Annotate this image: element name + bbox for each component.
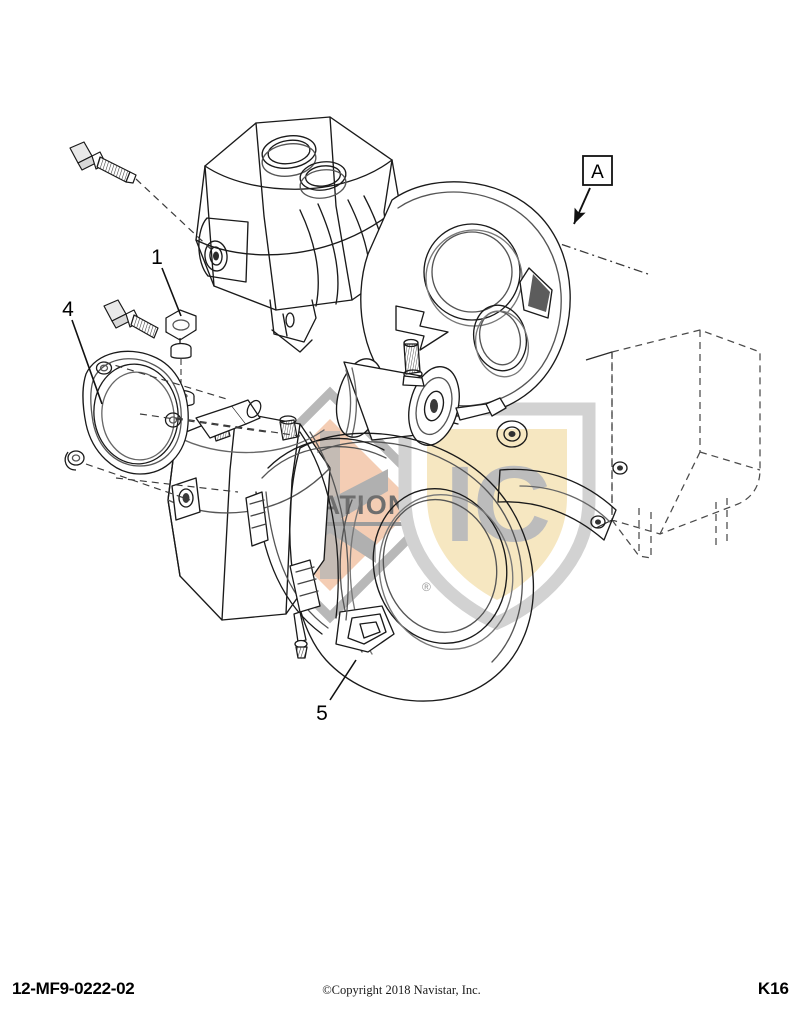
callout-layer: 1 4 5 (62, 246, 357, 725)
callout-1-label: 1 (151, 246, 163, 269)
gasket (64, 350, 189, 475)
page-footer: 12-MF9-0222-02 ©Copyright 2018 Navistar,… (0, 975, 803, 1024)
assembly-alignment-lines (85, 361, 301, 501)
actuator-housing (195, 116, 401, 353)
callout-4-label: 4 (62, 298, 74, 321)
turbocharger-assembly (167, 116, 628, 702)
zone-marker-a: A (573, 155, 613, 225)
v-band-clamp (245, 431, 387, 659)
turbine-outlet-snout (289, 420, 628, 702)
zone-marker-a-arrow (573, 187, 591, 225)
callout-4-leader (71, 319, 103, 405)
footer-part-number: 12-MF9-0222-02 (12, 979, 135, 998)
wastegate-actuator (335, 338, 507, 446)
callout-1-leader (161, 267, 182, 317)
watermark-registered-mark: ® (422, 580, 431, 594)
oil-drain-tube (195, 399, 262, 439)
footer-copyright: ©Copyright 2018 Navistar, Inc. (322, 983, 481, 997)
zone-marker-a-box (582, 155, 613, 186)
hardware-group (69, 141, 215, 424)
bolt-lower (103, 299, 159, 339)
callout-5-label: 5 (316, 702, 328, 725)
bolt-upper-path (135, 178, 215, 253)
callout-5-leader (329, 659, 357, 701)
footer-page-code: K16 (757, 979, 789, 998)
zone-marker-a-label: A (591, 162, 604, 183)
bolt-upper (69, 141, 137, 184)
adjacent-component-phantom (611, 329, 761, 559)
turbocharger-illustration: INTERNATIONAL ® IC (62, 116, 761, 725)
